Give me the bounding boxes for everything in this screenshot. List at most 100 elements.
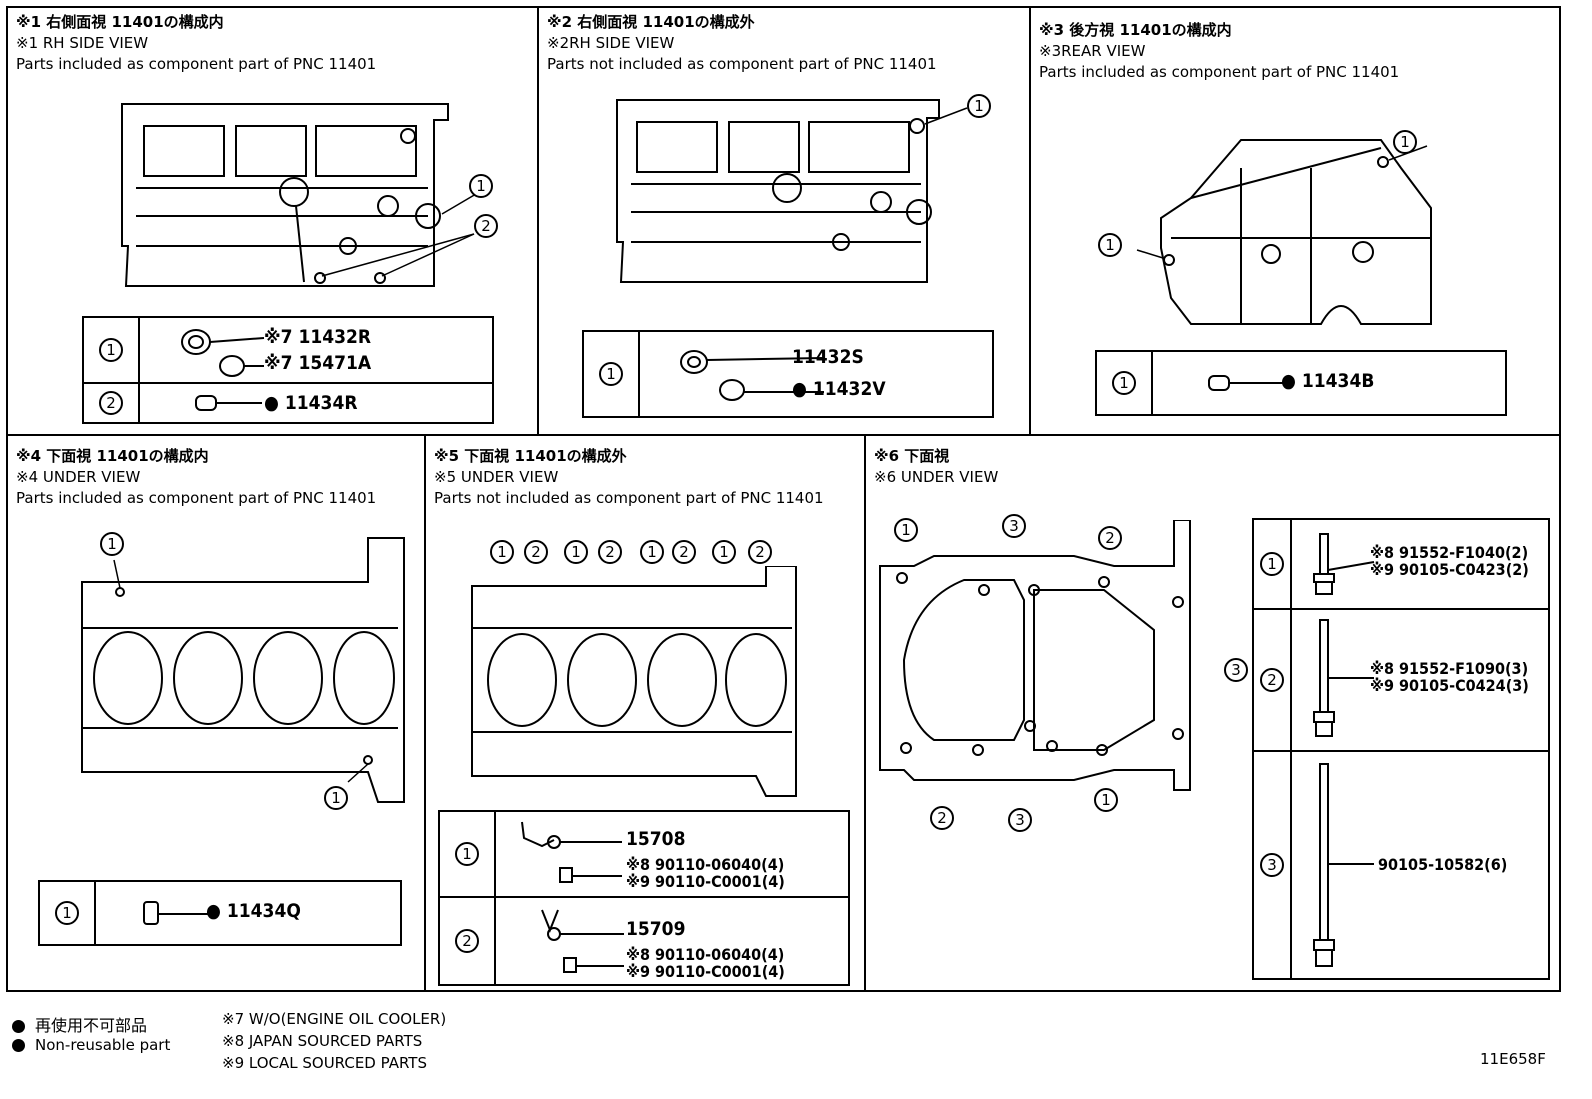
legend-note: ※7 W/O(ENGINE OIL COOLER) — [222, 1010, 447, 1028]
part-number[interactable]: ※7 11432R — [264, 326, 372, 348]
legend-en: Non-reusable part — [12, 1036, 170, 1054]
part-number[interactable]: ● 11434Q — [206, 900, 301, 922]
part-number[interactable]: ※7 15471A — [264, 352, 372, 374]
row-index: 3 — [1260, 853, 1284, 877]
header-en: ※1 RH SIDE VIEW — [16, 34, 149, 52]
part-number[interactable]: ※9 90105-C0423(2) — [1370, 560, 1529, 579]
header-desc: Parts not included as component part of … — [547, 55, 937, 73]
legend-en-text: Non-reusable part — [35, 1036, 171, 1054]
header-jp: ※5 下面視 11401の構成外 — [434, 447, 627, 465]
callout-2: 2 — [930, 806, 954, 830]
panel-header: ※4 下面視 11401の構成内 ※4 UNDER VIEW Parts inc… — [16, 446, 376, 509]
plug-icon — [181, 329, 265, 377]
parts-row: 2 ● 11434R — [84, 382, 492, 422]
bolt-icon — [1313, 763, 1374, 967]
part-number[interactable]: ※8 91552-F1040(2) — [1370, 543, 1529, 562]
panel-header: ※6 下面視 ※6 UNDER VIEW — [874, 446, 998, 488]
part-number[interactable]: 90105-10582(6) — [1378, 855, 1508, 874]
header-en: ※2RH SIDE VIEW — [547, 34, 675, 52]
parts-table: 1 ● 11434Q — [38, 880, 402, 946]
non-reusable-dot-icon — [12, 1020, 25, 1033]
part-number[interactable]: ※8 90110-06040(4) — [626, 945, 785, 964]
panel-rh-side-included: ※1 右側面視 11401の構成内 ※1 RH SIDE VIEW Parts … — [6, 6, 539, 436]
parts-row: 1 11432S ● 11432V — [584, 332, 992, 416]
header-jp: ※1 右側面視 11401の構成内 — [16, 13, 224, 31]
callout-2: 2 — [524, 540, 548, 564]
parts-row: 1 ● 11434Q — [40, 882, 400, 944]
callout-1: 1 — [564, 540, 588, 564]
callout-1: 1 — [324, 786, 348, 810]
part-number[interactable]: ※8 91552-F1090(3) — [1370, 659, 1529, 678]
callout-1: 1 — [1098, 233, 1122, 257]
header-desc: Parts not included as component part of … — [434, 489, 824, 507]
legend-note: ※9 LOCAL SOURCED PARTS — [222, 1054, 427, 1072]
parts-table: 1 ※7 11432R ※7 15471A 2 ● 11434R — [82, 316, 494, 424]
header-desc: Parts included as component part of PNC … — [16, 489, 377, 507]
oil-jet-icon — [521, 821, 622, 883]
row-index: 2 — [1260, 668, 1284, 692]
bolt-icon — [1313, 533, 1375, 595]
callout-3: 3 — [1002, 514, 1026, 538]
callout-2: 2 — [672, 540, 696, 564]
parts-table: 1 11432S ● 11432V — [582, 330, 994, 418]
engine-block-under-drawing — [81, 537, 405, 803]
panel-under-view-included: ※4 下面視 11401の構成内 ※4 UNDER VIEW Parts inc… — [6, 434, 426, 992]
non-reusable-dot-icon — [12, 1039, 25, 1052]
panel-under-view-not-included: ※5 下面視 11401の構成外 ※5 UNDER VIEW Parts not… — [424, 434, 866, 992]
header-desc: Parts included as component part of PNC … — [1039, 63, 1400, 81]
part-number[interactable]: 15708 — [626, 828, 686, 850]
part-number[interactable]: 15709 — [626, 918, 686, 940]
parts-table: 1 ● 11434B — [1095, 350, 1507, 416]
bolt-icon — [1313, 619, 1374, 737]
row-index: 1 — [599, 362, 623, 386]
header-jp: ※3 後方視 11401の構成内 — [1039, 21, 1232, 39]
header-jp: ※2 右側面視 11401の構成外 — [547, 13, 755, 31]
parts-row: 2 ※8 91552-F1090(3) ※9 90105-C0424(3) — [1254, 608, 1548, 750]
callout-1: 1 — [490, 540, 514, 564]
oil-jet-icon — [541, 909, 624, 973]
callout-1: 1 — [469, 174, 493, 198]
parts-table: 1 15708 ※8 90110-06040(4) ※9 90110-C0001… — [438, 810, 850, 986]
part-number[interactable]: 11432S — [792, 346, 864, 368]
header-en: ※6 UNDER VIEW — [874, 468, 999, 486]
panel-under-view-bolts: ※6 下面視 ※6 UNDER VIEW 1 3 2 3 2 3 1 1 ※8 … — [864, 434, 1561, 992]
plug-icon — [680, 350, 825, 401]
panel-rear-view: ※3 後方視 11401の構成内 ※3REAR VIEW Parts inclu… — [1029, 6, 1561, 436]
row-index: 2 — [455, 929, 479, 953]
callout-1: 1 — [894, 518, 918, 542]
header-en: ※3REAR VIEW — [1039, 42, 1146, 60]
part-number[interactable]: ● 11432V — [792, 378, 886, 400]
callout-2: 2 — [598, 540, 622, 564]
callout-2: 2 — [1098, 526, 1122, 550]
part-number[interactable]: ※8 90110-06040(4) — [626, 855, 785, 874]
callout-1: 1 — [1094, 788, 1118, 812]
callout-1: 1 — [1393, 130, 1417, 154]
row-index: 1 — [55, 901, 79, 925]
oil-pan-flange-drawing — [879, 520, 1191, 791]
header-jp: ※6 下面視 — [874, 447, 950, 465]
engine-block-under-drawing — [471, 566, 797, 797]
part-number[interactable]: ※9 90110-C0001(4) — [626, 872, 785, 891]
part-number[interactable]: ● 11434R — [264, 392, 358, 414]
dowel-pin-icon — [1208, 375, 1285, 391]
part-number[interactable]: ● 11434B — [1281, 370, 1375, 392]
row-index: 2 — [99, 391, 123, 415]
callout-1: 1 — [100, 532, 124, 556]
legend-jp-text: 再使用不可部品 — [35, 1016, 148, 1035]
engine-block-side-drawing — [121, 103, 477, 287]
parts-row: 1 ● 11434B — [1097, 352, 1505, 414]
panel-header: ※1 右側面視 11401の構成内 ※1 RH SIDE VIEW Parts … — [16, 12, 376, 75]
header-en: ※5 UNDER VIEW — [434, 468, 559, 486]
callout-1: 1 — [712, 540, 736, 564]
part-number[interactable]: ※9 90110-C0001(4) — [626, 962, 785, 981]
engine-block-rear-drawing — [1136, 139, 1432, 325]
row-index: 1 — [1112, 371, 1136, 395]
engine-block-side-drawing — [616, 99, 968, 283]
legend-note: ※8 JAPAN SOURCED PARTS — [222, 1032, 423, 1050]
header-jp: ※4 下面視 11401の構成内 — [16, 447, 209, 465]
part-number[interactable]: ※9 90105-C0424(3) — [1370, 676, 1529, 695]
parts-row: 1 ※7 11432R ※7 15471A — [84, 318, 492, 382]
panel-rh-side-not-included: ※2 右側面視 11401の構成外 ※2RH SIDE VIEW Parts n… — [537, 6, 1031, 436]
parts-row: 1 15708 ※8 90110-06040(4) ※9 90110-C0001… — [440, 812, 848, 896]
panel-header: ※5 下面視 11401の構成外 ※5 UNDER VIEW Parts not… — [434, 446, 824, 509]
